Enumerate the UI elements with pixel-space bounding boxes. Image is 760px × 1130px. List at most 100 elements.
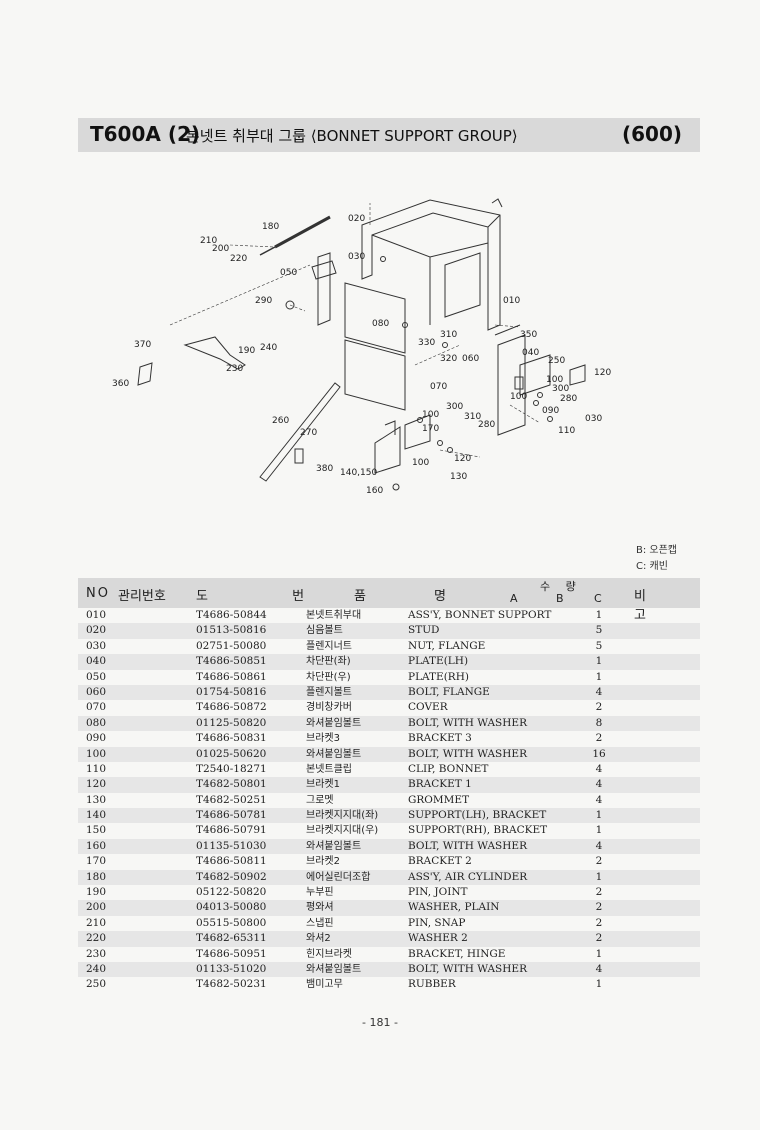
english-name-cell: PLATE(RH) [408, 670, 469, 683]
part-no-cell: 110 [86, 762, 107, 775]
part-no-cell: 160 [86, 839, 107, 852]
header-drawing-no: 도 번 [196, 589, 345, 604]
callout-030-b: 030 [585, 414, 602, 424]
part-no-cell: 020 [86, 624, 107, 637]
drawing-no-cell: 02751-50080 [196, 639, 267, 652]
english-name-cell: BOLT, WITH WASHER [408, 962, 527, 975]
english-name-cell: BRACKET 1 [408, 778, 472, 791]
korean-name-cell: 차단판(좌) [306, 656, 351, 668]
callout-350: 350 [520, 330, 537, 340]
qty-c-cell: 2 [595, 901, 603, 914]
callout-280-a: 280 [560, 394, 577, 404]
drawing-no-cell: T4686-50781 [196, 809, 267, 822]
korean-name-cell: 플렌지볼트 [306, 686, 352, 698]
callout-200: 200 [212, 244, 229, 254]
korean-name-cell: 누부핀 [306, 887, 334, 899]
part-no-cell: 210 [86, 916, 107, 929]
callout-250: 250 [548, 356, 565, 366]
callout-220: 220 [230, 254, 247, 264]
korean-name-cell: 심음볼트 [306, 625, 343, 637]
qty-c-cell: 1 [595, 978, 603, 991]
drawing-no-cell: 05515-50800 [196, 916, 267, 929]
qty-c-cell: 2 [595, 916, 603, 929]
drawing-no-cell: 01133-51020 [196, 962, 267, 975]
korean-name-cell: 그로멧 [306, 794, 334, 806]
english-name-cell: RUBBER [408, 978, 456, 991]
page-number: - 181 - [362, 1016, 398, 1029]
callout-100-d: 100 [412, 458, 429, 468]
qty-c-cell: 16 [592, 747, 606, 760]
english-name-cell: NUT, FLANGE [408, 639, 486, 652]
qty-c-cell: 4 [595, 778, 603, 791]
part-no-cell: 220 [86, 932, 107, 945]
table-row: 240 01133-51020 와셔붙임볼트 BOLT, WITH WASHER 4 [78, 961, 700, 978]
callout-140-150: 140,150 [340, 468, 377, 478]
callout-100-c: 100 [422, 410, 439, 420]
qty-c-cell: 8 [595, 716, 603, 729]
callout-160: 160 [366, 486, 383, 496]
part-no-cell: 090 [86, 732, 107, 745]
callout-100-b: 100 [510, 392, 527, 402]
callout-320: 320 [440, 354, 457, 364]
header-qty-a: A [510, 592, 518, 605]
qty-c-cell: 5 [595, 624, 603, 637]
header-no: NO [86, 586, 110, 601]
drawing-no-cell: T4686-50811 [196, 855, 267, 868]
title-bar: T600A (2) 본넷트 취부대 그룹 ⟨BONNET SUPPORT GRO… [78, 118, 700, 152]
part-no-cell: 050 [86, 670, 107, 683]
callout-120-b: 120 [454, 454, 471, 464]
group-title: 본넷트 취부대 그룹 ⟨BONNET SUPPORT GROUP⟩ [186, 127, 518, 145]
callout-170: 170 [422, 424, 439, 434]
qty-c-cell: 1 [595, 947, 603, 960]
callout-270: 270 [300, 428, 317, 438]
header-qty-b: B [556, 592, 564, 605]
drawing-no-cell: 01513-50816 [196, 624, 267, 637]
qty-c-cell: 4 [595, 962, 603, 975]
part-no-cell: 230 [86, 947, 107, 960]
qty-c-cell: 1 [595, 609, 603, 621]
english-name-cell: BOLT, WITH WASHER [408, 747, 527, 760]
part-no-cell: 080 [86, 716, 107, 729]
drawing-no-cell: T4686-50791 [196, 824, 267, 837]
korean-name-cell: 와셔붙임볼트 [306, 963, 362, 975]
callout-130: 130 [450, 472, 467, 482]
english-name-cell: WASHER, PLAIN [408, 901, 500, 914]
header-qty-c: C [594, 592, 602, 605]
part-no-cell: 240 [86, 962, 107, 975]
callout-230: 230 [226, 364, 243, 374]
english-name-cell: GROMMET [408, 793, 470, 806]
english-name-cell: COVER [408, 701, 448, 714]
callout-290: 290 [255, 296, 272, 306]
korean-name-cell: 평와셔 [306, 902, 334, 914]
cover-top [344, 282, 406, 354]
qty-c-cell: 4 [595, 762, 603, 775]
drawing-no-cell: T4686-50951 [196, 947, 267, 960]
korean-name-cell: 브라켓1 [306, 779, 340, 791]
korean-name-cell: 와셔붙임볼트 [306, 840, 362, 852]
english-name-cell: SUPPORT(RH), BRACKET [408, 824, 548, 837]
qty-c-cell: 2 [595, 701, 603, 714]
plate-rh [497, 334, 526, 436]
air-cylinder [274, 215, 331, 249]
english-name-cell: WASHER 2 [408, 932, 468, 945]
drawing-no-cell: T4686-50872 [196, 701, 267, 714]
english-name-cell: BOLT, FLANGE [408, 685, 490, 698]
english-name-cell: BRACKET 3 [408, 732, 472, 745]
